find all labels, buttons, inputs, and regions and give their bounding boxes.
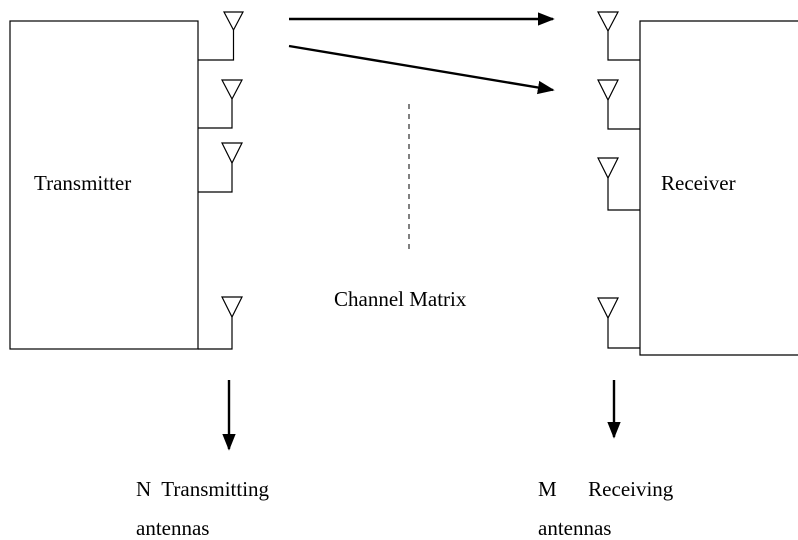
transmit-antennas-caption: antennas <box>136 516 210 540</box>
transmitter-label: Transmitter <box>34 171 132 195</box>
receive-antenna-1 <box>597 11 640 61</box>
transmit-antenna-count-label: N Transmitting <box>136 477 270 501</box>
transmit-antenna-4 <box>198 296 243 350</box>
receiver-label: Receiver <box>661 171 736 195</box>
receive-antenna-3 <box>597 157 640 211</box>
receive-antenna-2 <box>597 79 640 130</box>
transmit-antenna-2 <box>198 79 243 129</box>
receive-antenna-4 <box>597 297 640 349</box>
receive-antenna-count-label: M Receiving <box>538 477 674 501</box>
channel-arrow-2 <box>288 44 555 95</box>
receiver-box <box>639 20 798 356</box>
channel-matrix-label: Channel Matrix <box>334 287 467 311</box>
transmit-antenna-1 <box>198 11 244 61</box>
transmitter-box <box>9 20 199 350</box>
receive-antennas-caption: antennas <box>538 516 612 540</box>
transmit-antenna-3 <box>198 142 243 193</box>
